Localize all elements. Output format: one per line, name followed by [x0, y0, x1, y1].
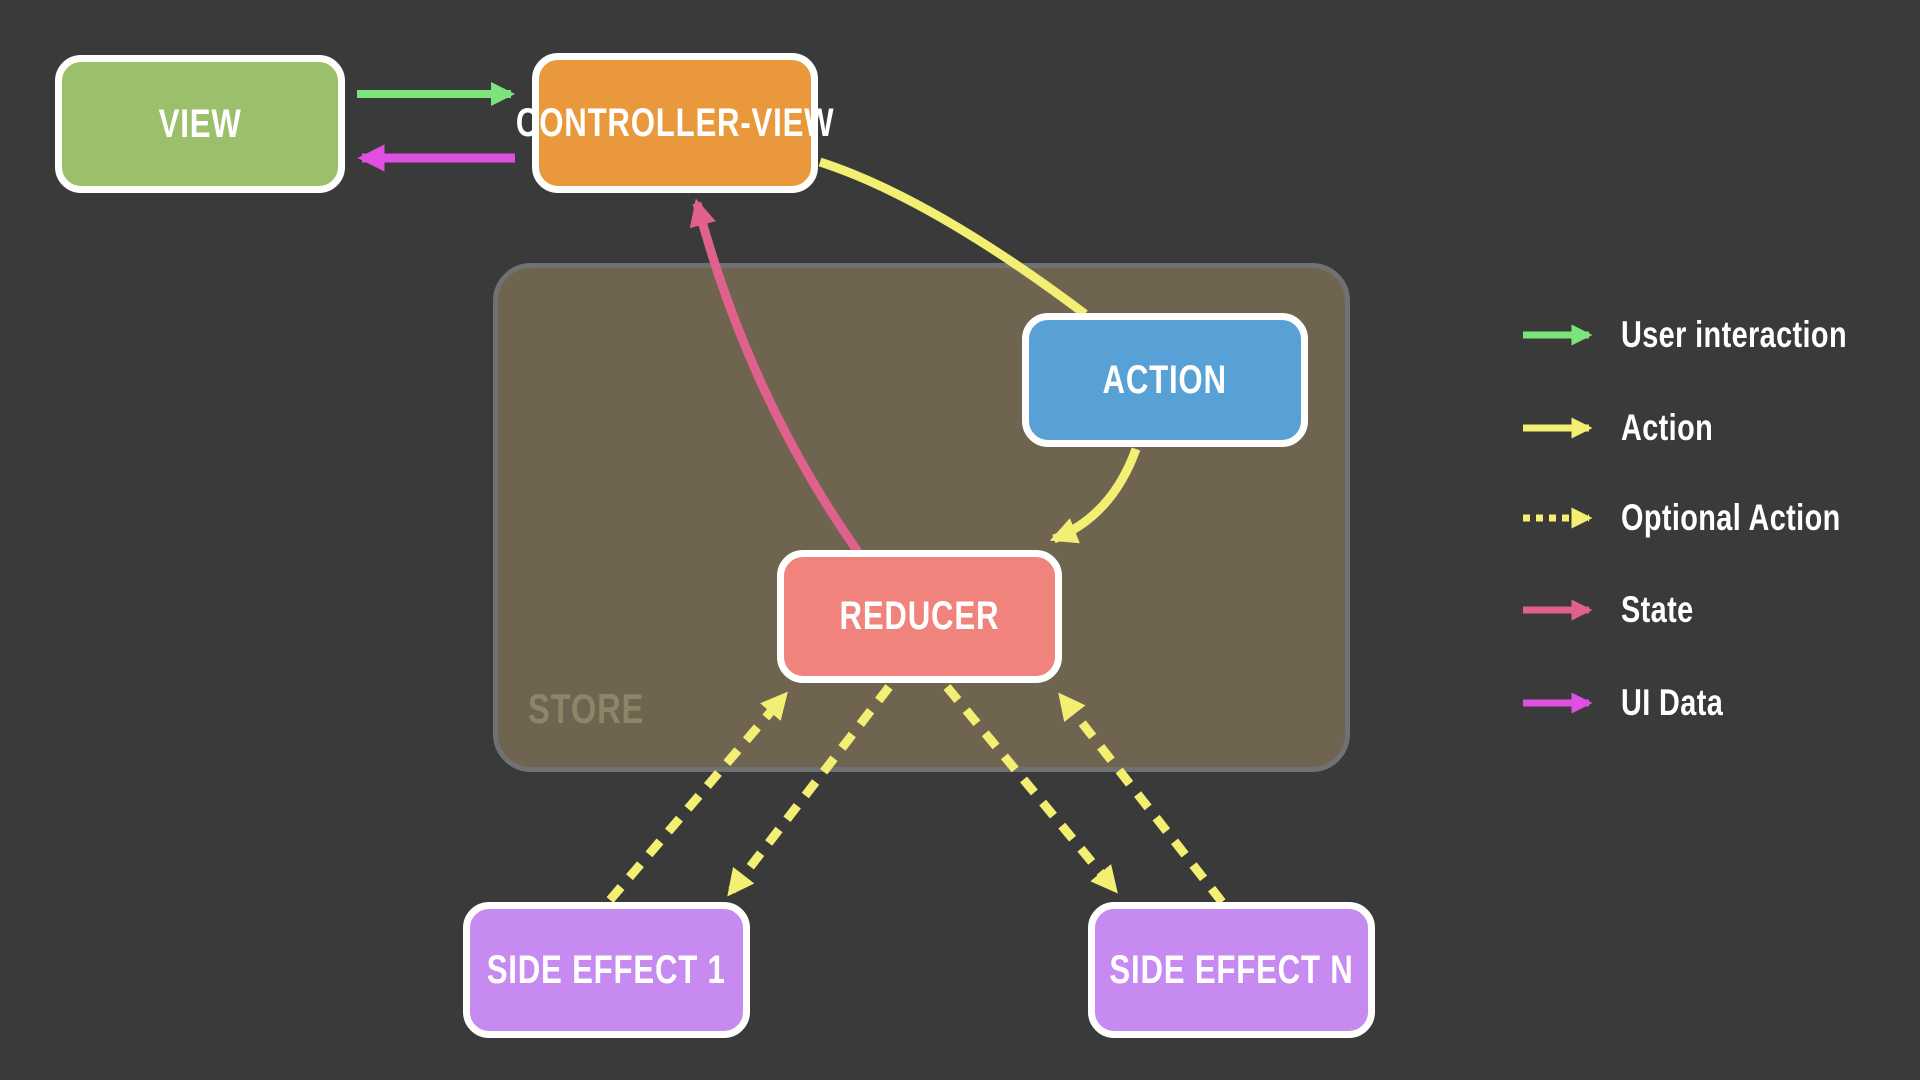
- store-label-text: STORE: [528, 685, 645, 732]
- arrow-reducer-to-side-effect-1: [726, 684, 893, 897]
- legend-arrow-action-icon: [1523, 417, 1593, 439]
- node-controller-view-label: CONTROLLER-VIEW: [515, 100, 835, 145]
- legend-label-action: Action: [1621, 407, 1714, 448]
- node-view-label: VIEW: [158, 101, 242, 146]
- arrow-reducer-to-side-effect-n: [943, 684, 1119, 894]
- legend-arrow-ui-data-icon: [1523, 692, 1593, 714]
- node-action-label: ACTION: [1102, 357, 1228, 402]
- node-controller-view: CONTROLLER-VIEW: [516, 53, 833, 193]
- node-action: ACTION: [1022, 313, 1308, 447]
- legend-arrow-optional-action-icon: [1523, 507, 1593, 529]
- arrow-action-to-reducer: [1049, 447, 1141, 544]
- legend-item-ui-data: UI Data: [1521, 682, 1752, 723]
- legend-item-state: State: [1521, 589, 1714, 630]
- node-view: VIEW: [55, 55, 345, 193]
- node-reducer-label: REDUCER: [839, 594, 1000, 638]
- legend-label-state: State: [1621, 589, 1694, 630]
- legend-item-action: Action: [1521, 407, 1739, 448]
- legend-arrow-state-icon: [1523, 599, 1593, 621]
- legend-arrow-user-interaction-icon: [1523, 324, 1593, 346]
- node-reducer: REDUCER: [777, 550, 1062, 683]
- legend-label-user-interaction: User interaction: [1621, 314, 1847, 355]
- node-side-effect-n: SIDE EFFECT N: [1088, 902, 1375, 1038]
- node-side-effect-1: SIDE EFFECT 1: [463, 902, 750, 1038]
- arrow-side-effect-n-to-reducer: [1057, 692, 1226, 905]
- arrow-side-effect-1-to-reducer: [606, 691, 789, 903]
- legend-label-ui-data: UI Data: [1621, 682, 1724, 723]
- store-container-label: STORE: [528, 685, 677, 733]
- arrow-state: [689, 198, 862, 555]
- arrow-action-dispatch: [818, 157, 1088, 318]
- legend-item-user-interaction: User interaction: [1521, 314, 1911, 355]
- legend-label-optional-action: Optional Action: [1621, 497, 1841, 538]
- legend-item-optional-action: Optional Action: [1521, 497, 1903, 538]
- node-side-effect-n-label: SIDE EFFECT N: [1109, 947, 1354, 992]
- node-side-effect-1-label: SIDE EFFECT 1: [487, 947, 727, 992]
